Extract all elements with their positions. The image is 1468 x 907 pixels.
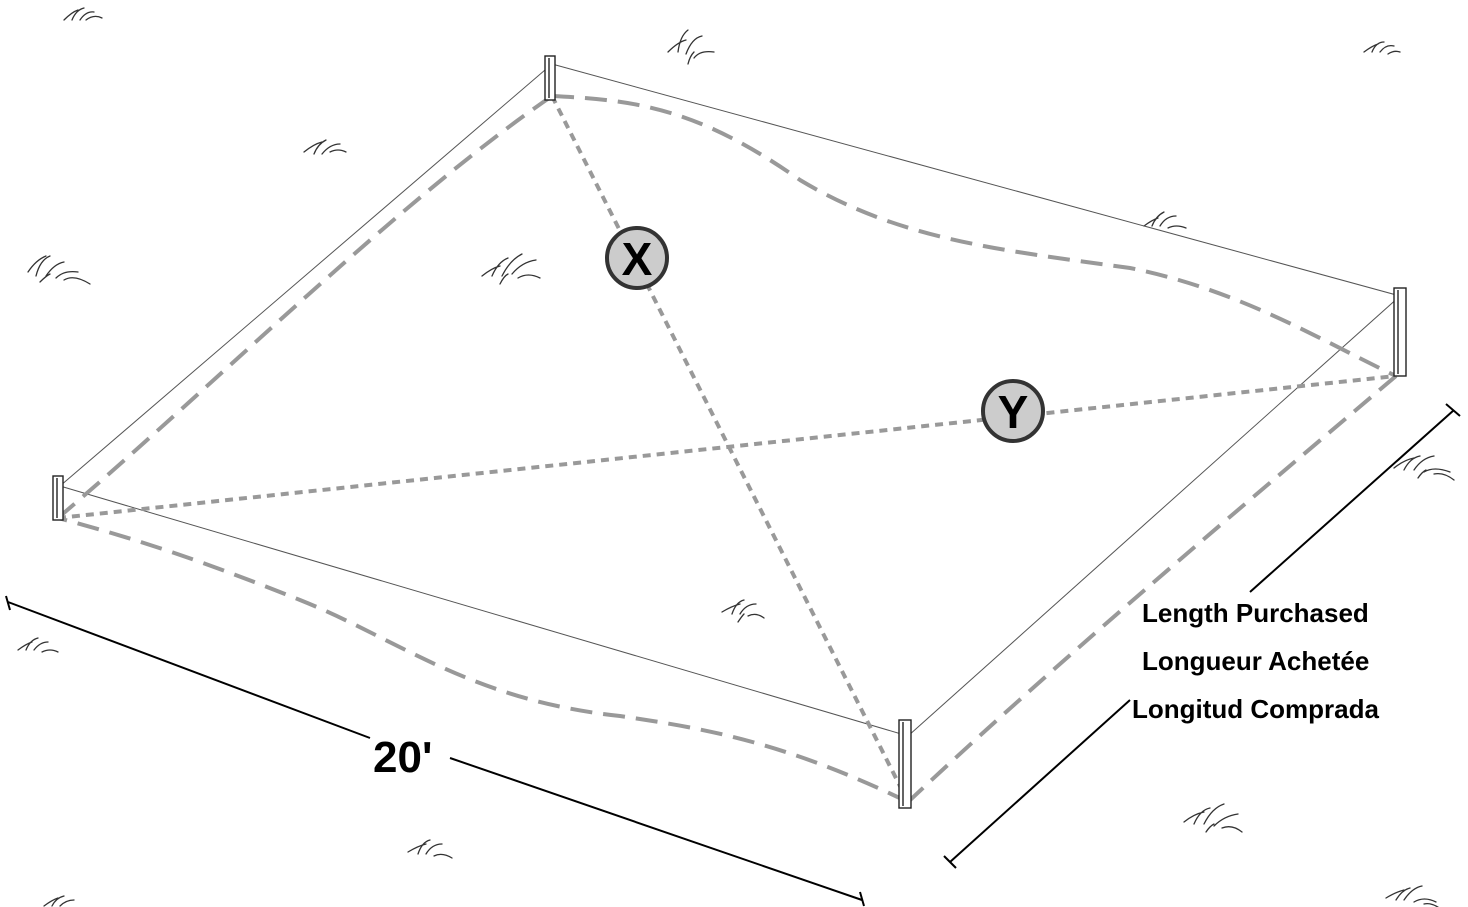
string-perimeter (59, 63, 1401, 737)
length-dimension (943, 403, 1461, 869)
grass-icon (481, 253, 541, 285)
grass-icon (1143, 211, 1187, 229)
stake-top-icon (544, 55, 556, 101)
length-label-en: Length Purchased (1142, 598, 1369, 628)
stakes (52, 55, 1407, 809)
grass-icon (27, 255, 91, 285)
stake-left-icon (52, 475, 64, 521)
stake-right-icon (1393, 287, 1407, 377)
grass-icon (17, 637, 59, 653)
marker-y: Y (981, 379, 1045, 443)
grass-icon (1363, 41, 1401, 55)
grass-icon (1183, 803, 1243, 833)
dashed-outline (56, 94, 1398, 804)
width-label: 20' (373, 733, 432, 782)
grass-icon (667, 29, 715, 65)
stake-bottom-icon (898, 719, 912, 809)
grass-icon (407, 839, 453, 859)
marker-x: X (605, 226, 669, 290)
grass-icon (721, 599, 765, 623)
grass-icon (63, 7, 103, 21)
grass-icon (1393, 455, 1455, 481)
marker-x-label: X (622, 233, 653, 285)
grass-icon (303, 139, 347, 155)
grass-icon (1385, 885, 1439, 907)
grass-icon (43, 895, 75, 907)
length-label-fr: Longueur Achetée (1142, 646, 1369, 676)
diagonal-y-line (57, 374, 1397, 520)
length-label-es: Longitud Comprada (1132, 694, 1380, 724)
width-dimension (5, 595, 865, 907)
diagonal-x-line (550, 95, 910, 803)
diagonal-lines (57, 95, 1397, 803)
marker-y-label: Y (998, 386, 1029, 438)
grass-decorations (17, 7, 1455, 907)
